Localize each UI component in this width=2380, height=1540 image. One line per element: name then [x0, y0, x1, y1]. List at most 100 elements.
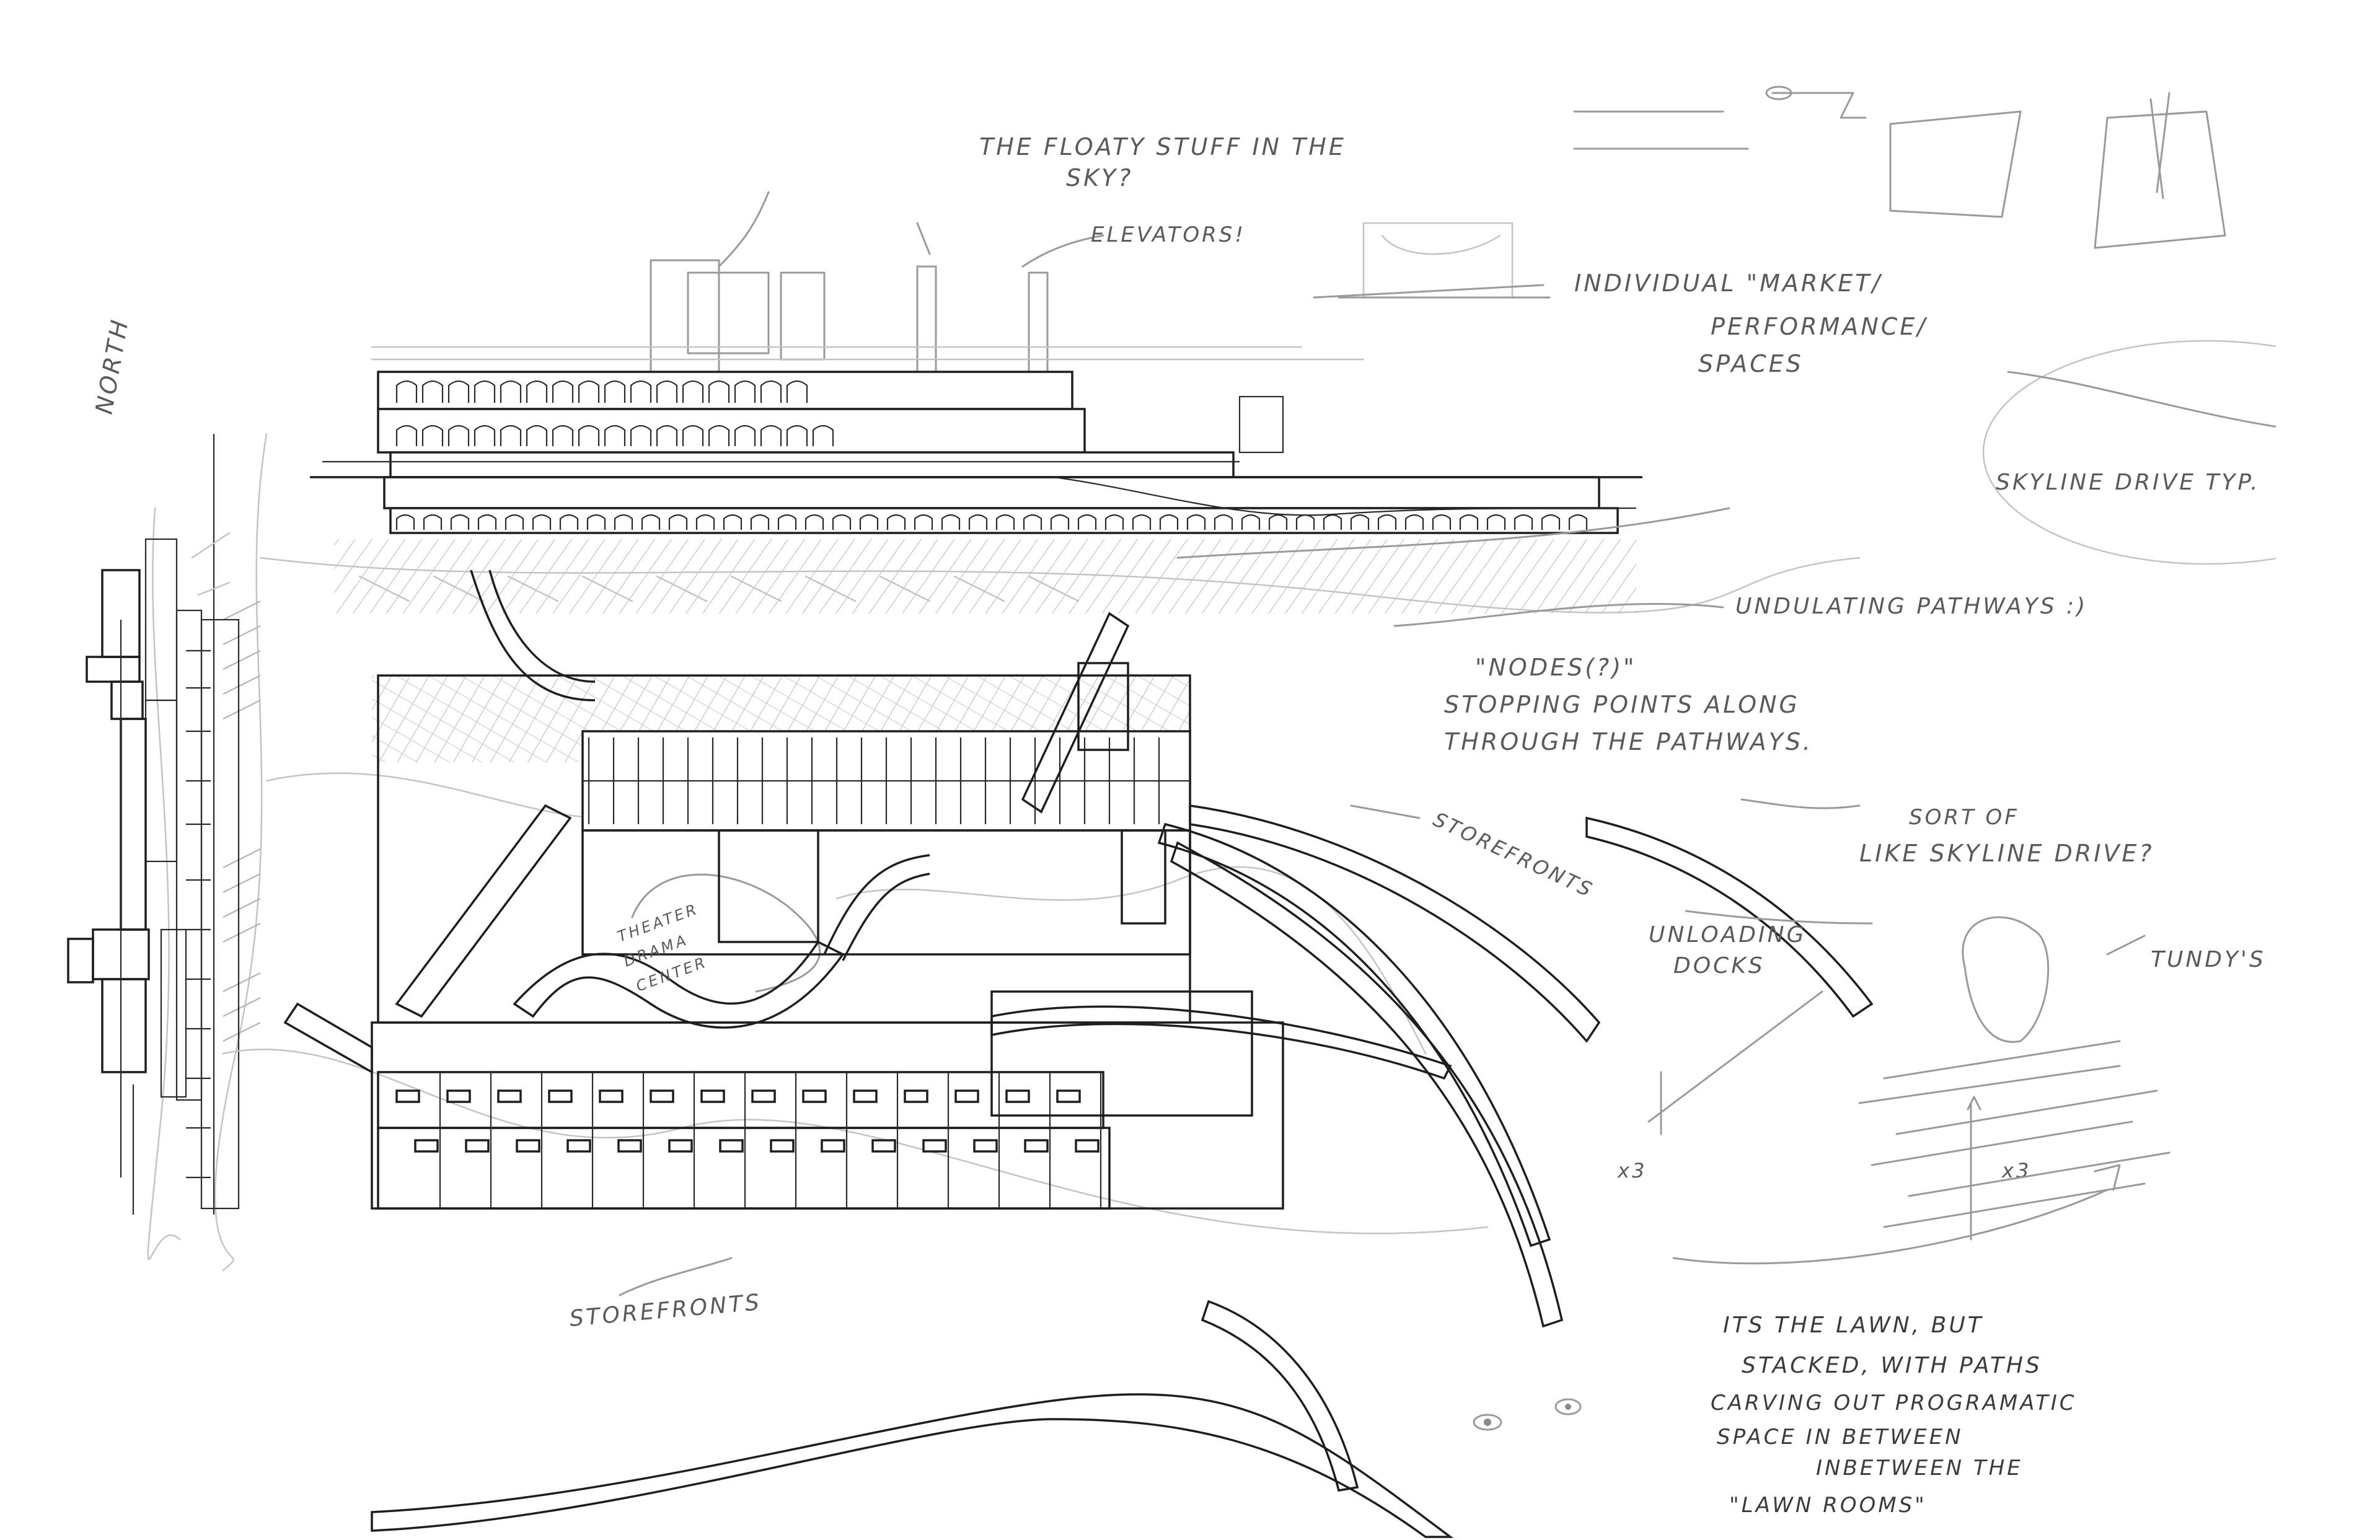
- note-lawn-2: STACKED, WITH PATHS: [1742, 1353, 2042, 1378]
- elevation-arch: [559, 514, 579, 530]
- elevation-arch: [1541, 514, 1561, 530]
- elevation-arch: [786, 425, 808, 446]
- elevation-arch: [552, 380, 574, 403]
- note-stopping: STOPPING POINTS ALONG: [1444, 691, 1800, 718]
- note-floaty-2: SKY?: [1066, 164, 1133, 191]
- elevation-arch: [682, 380, 704, 403]
- elevation-arch: [500, 425, 522, 446]
- elevation-arch: [760, 425, 782, 446]
- storefront-bay: [465, 1139, 490, 1153]
- storefront-bay: [599, 1089, 624, 1103]
- elevation-arch: [708, 425, 730, 446]
- note-through: THROUGH THE PATHWAYS.: [1444, 728, 1813, 755]
- storefront-bay: [821, 1139, 845, 1153]
- stacked-lawn-sketch: [1672, 916, 2171, 1265]
- elevation-arch: [750, 514, 770, 530]
- elevation-arch: [832, 514, 852, 530]
- elevation-arch: [1186, 514, 1206, 530]
- storefront-bay: [770, 1139, 795, 1153]
- elevation-arch: [914, 514, 933, 530]
- elevation-arch: [995, 514, 1015, 530]
- elevation-arch: [1214, 514, 1233, 530]
- elevation-arch: [641, 514, 661, 530]
- elevation-arch: [1514, 514, 1533, 530]
- note-unloading: UNLOADING: [1649, 922, 1806, 948]
- elevation-arch: [1132, 514, 1152, 530]
- elevation-arch: [395, 425, 418, 446]
- elevation-arch: [668, 514, 688, 530]
- elevation-arch: [656, 380, 678, 403]
- elevation-arch: [526, 380, 548, 403]
- note-performance: PERFORMANCE/: [1711, 313, 1928, 340]
- storefront-bay: [548, 1089, 573, 1103]
- note-lawn-6: "LAWN ROOMS": [1729, 1493, 1927, 1518]
- elevation-arch: [474, 425, 496, 446]
- vertical-section-drawing: [67, 433, 268, 1272]
- note-undulating: UNDULATING PATHWAYS :): [1735, 594, 2087, 619]
- elevation-arch: [734, 380, 756, 403]
- storefront-bay: [668, 1139, 693, 1153]
- elevation-arch: [859, 514, 879, 530]
- elevation-arch: [1459, 514, 1479, 530]
- note-individual: INDIVIDUAL "MARKET/: [1574, 270, 1882, 297]
- elevation-arch: [477, 514, 497, 530]
- elevation-arch: [614, 514, 633, 530]
- elevation-arch: [777, 514, 797, 530]
- note-sort-of: SORT OF: [1909, 805, 2019, 830]
- note-lawn-5: INBETWEEN THE: [1816, 1456, 2023, 1481]
- elevation-arch: [505, 514, 524, 530]
- elevation-drawing: [259, 191, 1861, 614]
- elevation-arch: [395, 514, 415, 530]
- site-plan-drawing: [222, 570, 1874, 1538]
- note-lawn-3: CARVING OUT PROGRAMATIC: [1711, 1391, 2077, 1415]
- elevation-arch: [656, 425, 678, 446]
- elevation-arch: [804, 514, 824, 530]
- elevation-arch: [1350, 514, 1370, 530]
- elevation-arch: [1404, 514, 1424, 530]
- storefront-bay: [617, 1139, 642, 1153]
- elevation-arch: [395, 380, 418, 403]
- elevation-arch: [630, 425, 652, 446]
- elevation-arch: [578, 425, 600, 446]
- note-x3-left: x3: [1617, 1159, 1647, 1182]
- elevation-arch: [552, 425, 574, 446]
- elevation-arch: [500, 380, 522, 403]
- note-lawn-1: ITS THE LAWN, BUT: [1723, 1313, 1984, 1338]
- elevation-arch: [450, 514, 470, 530]
- storefront-bay: [1075, 1139, 1100, 1153]
- elevation-arch: [578, 380, 600, 403]
- elevation-arch: [1568, 514, 1588, 530]
- elevation-arch: [1377, 514, 1397, 530]
- leader-lines: [619, 284, 2146, 1296]
- elevation-arch: [886, 514, 906, 530]
- storefront-bay: [904, 1089, 928, 1103]
- elevation-arch: [760, 380, 782, 403]
- elevation-arch: [708, 380, 730, 403]
- elevation-arch: [604, 425, 626, 446]
- elevation-arch: [1268, 514, 1288, 530]
- storefront-bay: [973, 1139, 998, 1153]
- elevation-arch: [723, 514, 743, 530]
- storefront-bay: [650, 1089, 674, 1103]
- elevation-arch: [447, 380, 470, 403]
- note-floaty: THE FLOATY STUFF IN THE: [979, 133, 1346, 161]
- storefront-bay: [1024, 1139, 1049, 1153]
- note-docks: DOCKS: [1673, 953, 1765, 979]
- elevation-arch: [630, 380, 652, 403]
- elevation-arch: [604, 380, 626, 403]
- elevation-arch: [532, 514, 552, 530]
- elevation-arch: [1486, 514, 1506, 530]
- storefront-bay: [566, 1139, 591, 1153]
- elevation-arch: [1432, 514, 1452, 530]
- elevation-arch: [695, 514, 715, 530]
- elevation-arch: [786, 380, 808, 403]
- elevation-arch: [526, 425, 548, 446]
- storefront-bay: [853, 1089, 878, 1103]
- storefront-bay: [1056, 1089, 1081, 1103]
- elevation-arch: [682, 425, 704, 446]
- elevation-arch: [447, 425, 470, 446]
- storefront-bay: [516, 1139, 540, 1153]
- storefront-bay: [922, 1139, 947, 1153]
- elevation-arch: [421, 425, 444, 446]
- elevation-arch: [941, 514, 961, 530]
